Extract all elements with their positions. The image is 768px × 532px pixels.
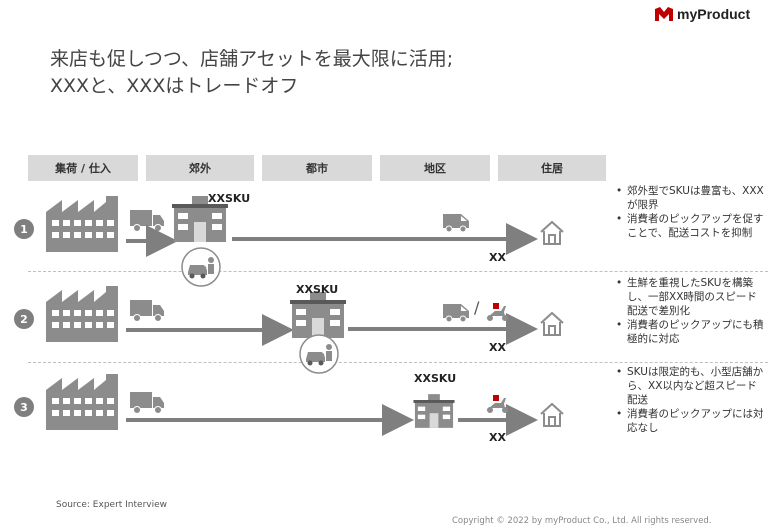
column-header-city: 都市 bbox=[262, 155, 372, 181]
page-title-line2: XXXと、XXXはトレードオフ bbox=[50, 75, 299, 97]
sku-label: XXSKU bbox=[296, 283, 339, 296]
column-header-residence: 住居 bbox=[498, 155, 606, 181]
house-icon bbox=[539, 402, 565, 428]
store-sign-text: STORE bbox=[176, 199, 191, 204]
row-number-badge: 1 bbox=[14, 219, 34, 239]
note-item: 消費者のピックアップには対応なし bbox=[616, 407, 765, 435]
delivery-label: XX bbox=[489, 431, 506, 444]
note-item: 消費者のピックアップを促すことで、配送コストを抑制 bbox=[616, 212, 765, 240]
row-divider bbox=[28, 271, 768, 272]
brand-mark-icon bbox=[655, 7, 673, 21]
note-item: 生鮮を重視したSKUを構築し、一部XX時間のスピード配送で差別化 bbox=[616, 276, 765, 318]
note-item: 郊外型でSKUは豊富も、XXXが限界 bbox=[616, 184, 765, 212]
delivery-label: XX bbox=[489, 341, 506, 354]
column-header-collection: 集荷 / 仕入 bbox=[28, 155, 138, 181]
row-notes: 生鮮を重視したSKUを構築し、一部XX時間のスピード配送で差別化 消費者のピック… bbox=[615, 276, 765, 346]
row-divider bbox=[28, 362, 768, 363]
row-notes: 郊外型でSKUは豊富も、XXXが限界 消費者のピックアップを促すことで、配送コス… bbox=[615, 184, 765, 240]
delivery-label: XX bbox=[489, 251, 506, 264]
row-number-badge: 3 bbox=[14, 397, 34, 417]
copyright-notice: Copyright © 2022 by myProduct Co., Ltd. … bbox=[452, 516, 712, 526]
sku-label: XXSKU bbox=[414, 372, 457, 385]
or-separator: / bbox=[474, 298, 480, 317]
row-number-badge: 2 bbox=[14, 309, 34, 329]
store-icon bbox=[412, 394, 456, 428]
page-title: 来店も促しつつ、店舗アセットを最大限に活用; XXXと、XXXはトレードオフ bbox=[50, 46, 453, 100]
column-header-suburb: 郊外 bbox=[146, 155, 254, 181]
note-item: 消費者のピックアップにも積極的に対応 bbox=[616, 318, 765, 346]
note-item: SKUは限定的も、小型店舗から、XX以内など超スピード配送 bbox=[616, 365, 765, 407]
column-header-district: 地区 bbox=[380, 155, 490, 181]
row-notes: SKUは限定的も、小型店舗から、XX以内など超スピード配送 消費者のピックアップ… bbox=[615, 365, 765, 435]
source-note: Source: Expert Interview bbox=[56, 500, 168, 510]
brand-name: myProduct bbox=[677, 6, 751, 22]
scooter-icon bbox=[485, 394, 509, 414]
page-title-line1: 来店も促しつつ、店舗アセットを最大限に活用; bbox=[50, 48, 454, 70]
sku-label: XXSKU bbox=[208, 192, 251, 205]
brand-logo: myProduct bbox=[655, 6, 750, 22]
